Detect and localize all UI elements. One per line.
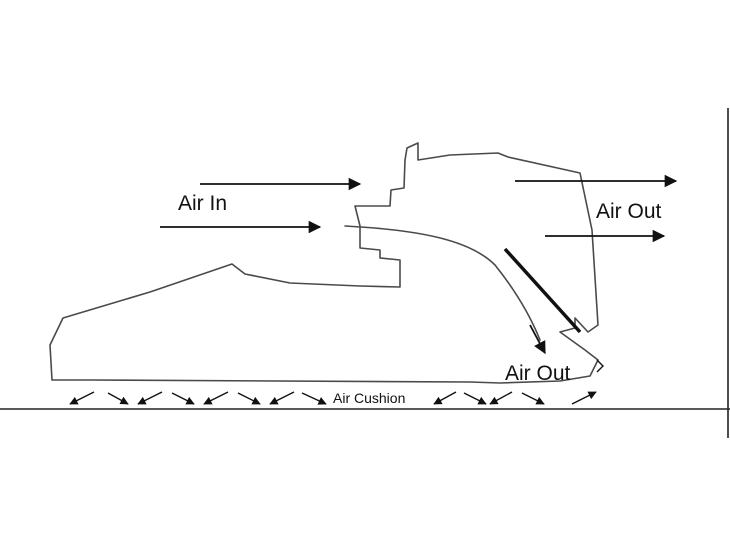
duct-curve — [344, 225, 541, 341]
air-cushion-arrows — [69, 391, 597, 405]
nozzle-chevron — [596, 359, 604, 373]
air-cushion-label: Air Cushion — [333, 390, 405, 406]
air-out-down-arrow — [529, 324, 546, 355]
air-in-label: Air In — [178, 192, 227, 215]
deflector-plate — [503, 247, 582, 334]
air-out-label-bottom: Air Out — [505, 362, 571, 385]
hull-outline — [49, 142, 599, 384]
air-out-label-top: Air Out — [596, 200, 662, 223]
